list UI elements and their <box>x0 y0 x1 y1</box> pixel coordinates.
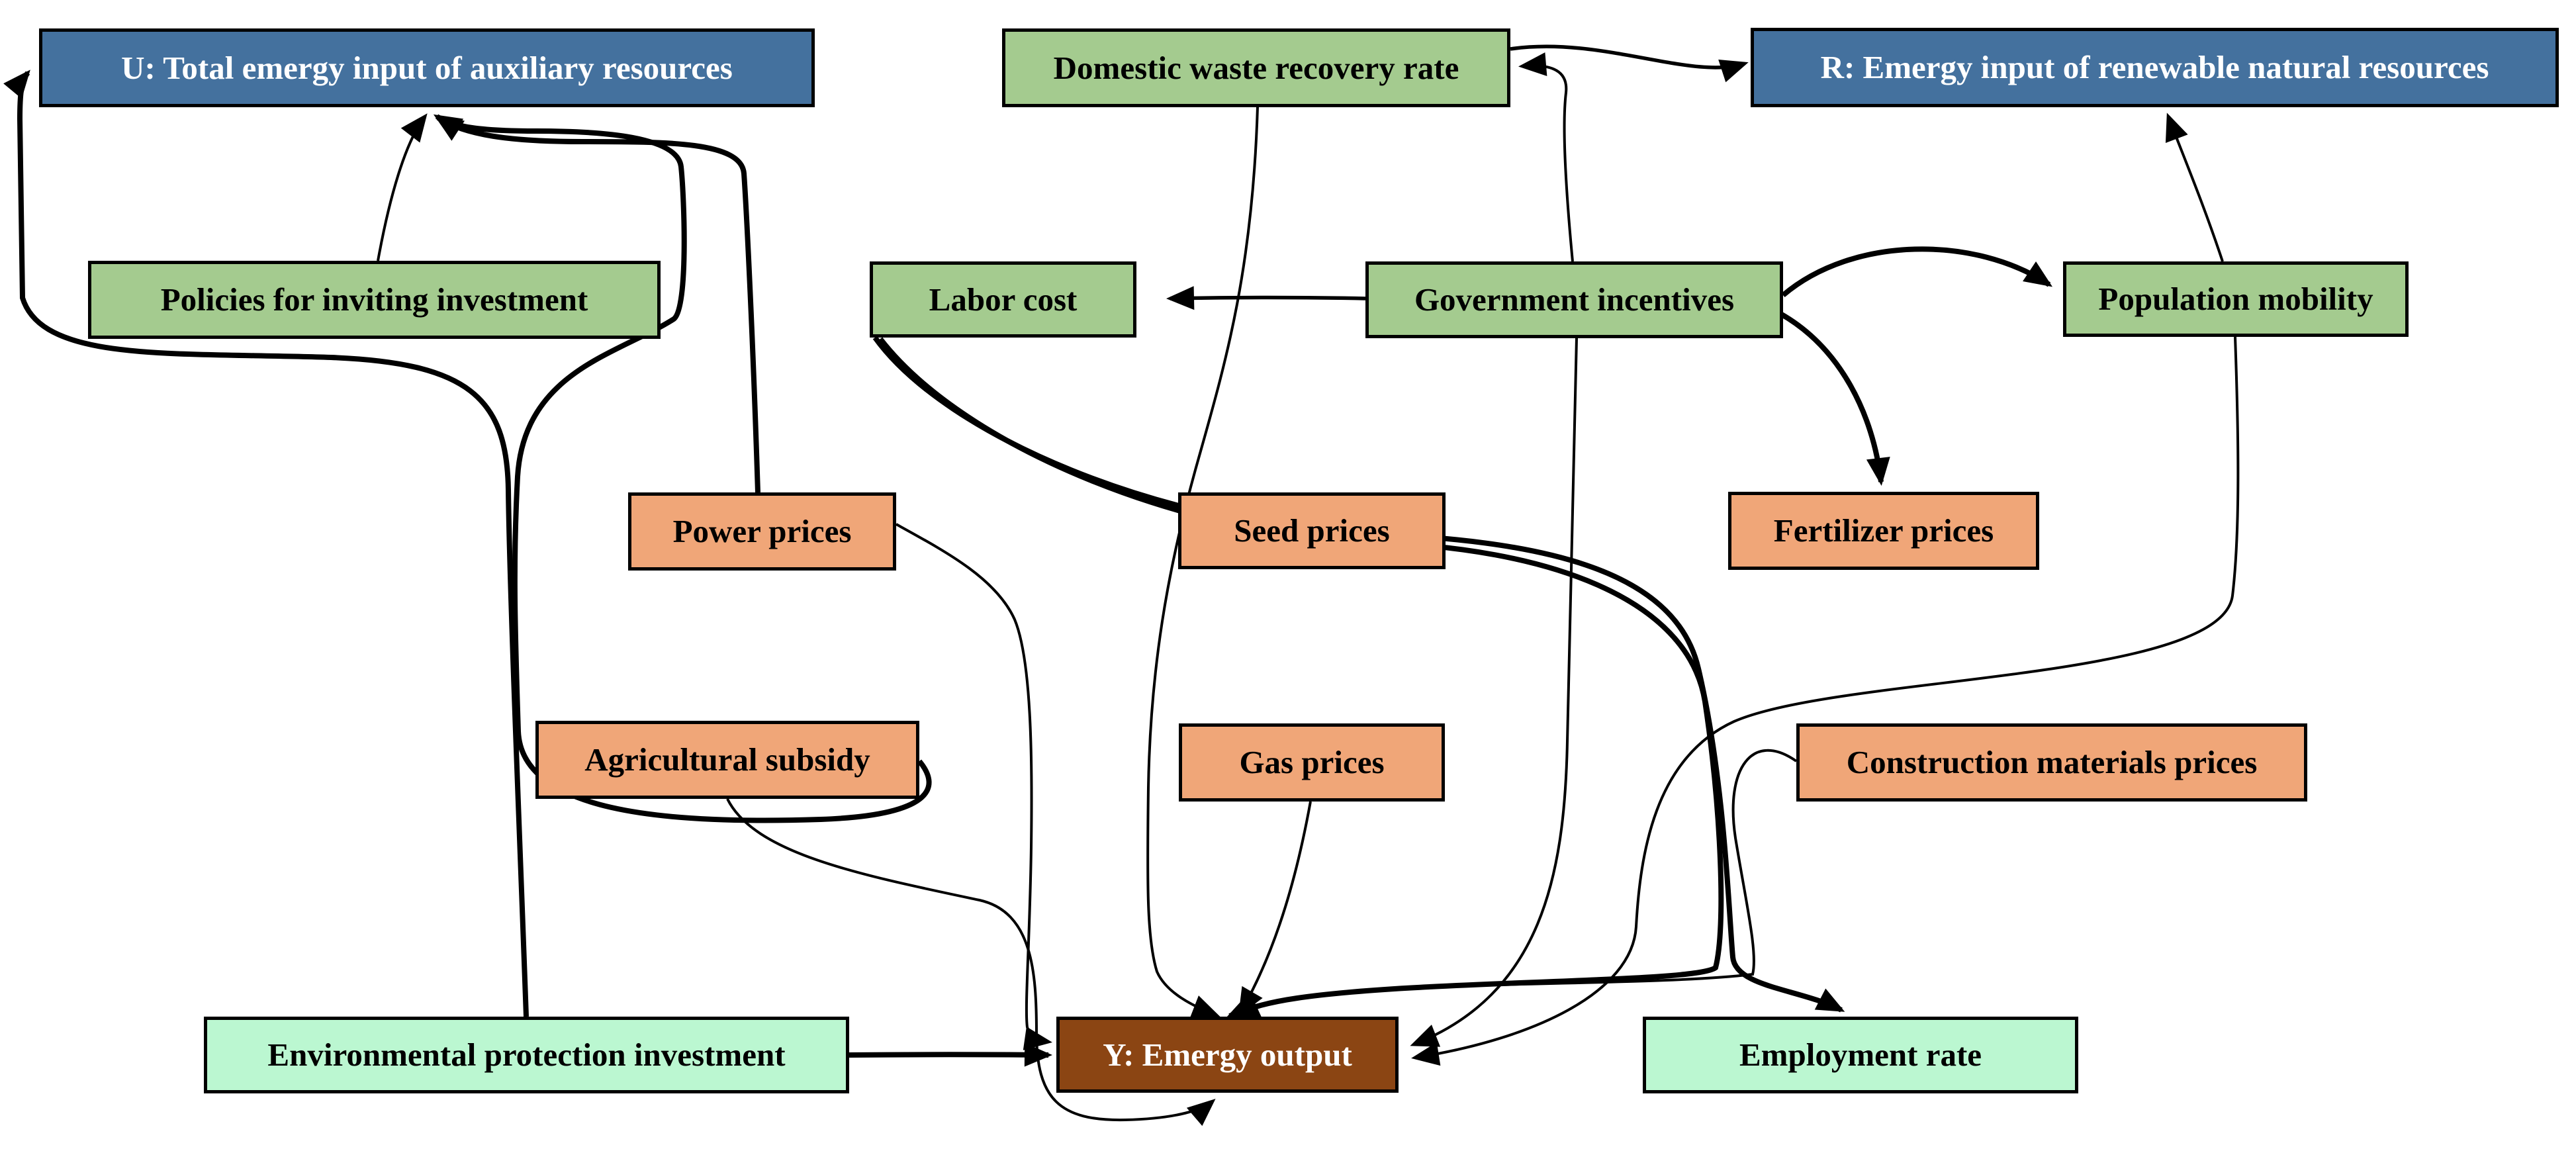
edge-pop-to-y <box>1411 336 2240 1066</box>
node-employment-rate: Employment rate <box>1643 1017 2078 1093</box>
edge-gov-to-fert <box>1779 311 1890 486</box>
edge-ag-to-y <box>726 798 1216 1126</box>
node-labor-cost: Labor cost <box>870 261 1136 338</box>
edge-pop-to-r <box>2165 113 2224 262</box>
edge-gov-to-labor <box>1166 286 1366 310</box>
edge-gov-to-pop <box>1781 246 2052 298</box>
edge-dwr-to-y <box>1146 107 1259 1018</box>
edge-ag-to-u <box>433 114 932 823</box>
node-fertilizer-prices: Fertilizer prices <box>1728 492 2039 570</box>
edge-gas-to-y <box>1238 801 1312 1017</box>
node-emergy-output: Y: Emergy output <box>1056 1017 1399 1093</box>
node-gas-prices: Gas prices <box>1179 723 1445 802</box>
node-emergy-input-renewable: R: Emergy input of renewable natural res… <box>1751 28 2559 107</box>
node-seed-prices: Seed prices <box>1178 492 1446 569</box>
edge-constr-to-y <box>1231 749 1798 1019</box>
edge-power-to-y <box>896 523 1052 1050</box>
node-population-mobility: Population mobility <box>2063 261 2409 337</box>
edge-dwr-to-r <box>1510 44 1749 83</box>
edge-env-to-y <box>849 1042 1052 1067</box>
node-construction-materials-prices: Construction materials prices <box>1796 723 2307 802</box>
node-domestic-waste-recovery-rate: Domestic waste recovery rate <box>1002 28 1510 107</box>
node-agricultural-subsidy: Agricultural subsidy <box>535 721 919 799</box>
edge-env-to-u <box>3 69 529 1017</box>
node-government-incentives: Government incentives <box>1365 261 1783 338</box>
edge-gov-to-dwr <box>1518 52 1574 262</box>
node-power-prices: Power prices <box>628 492 896 571</box>
edge-power-to-u <box>434 115 760 493</box>
node-policies-inviting-investment: Policies for inviting investment <box>88 261 661 339</box>
node-environmental-protection-investment: Environmental protection investment <box>204 1017 849 1093</box>
node-total-emergy-input-auxiliary: U: Total emergy input of auxiliary resou… <box>39 28 815 107</box>
edge-gov-to-y <box>1410 338 1578 1047</box>
edge-policies-to-u <box>377 113 428 261</box>
